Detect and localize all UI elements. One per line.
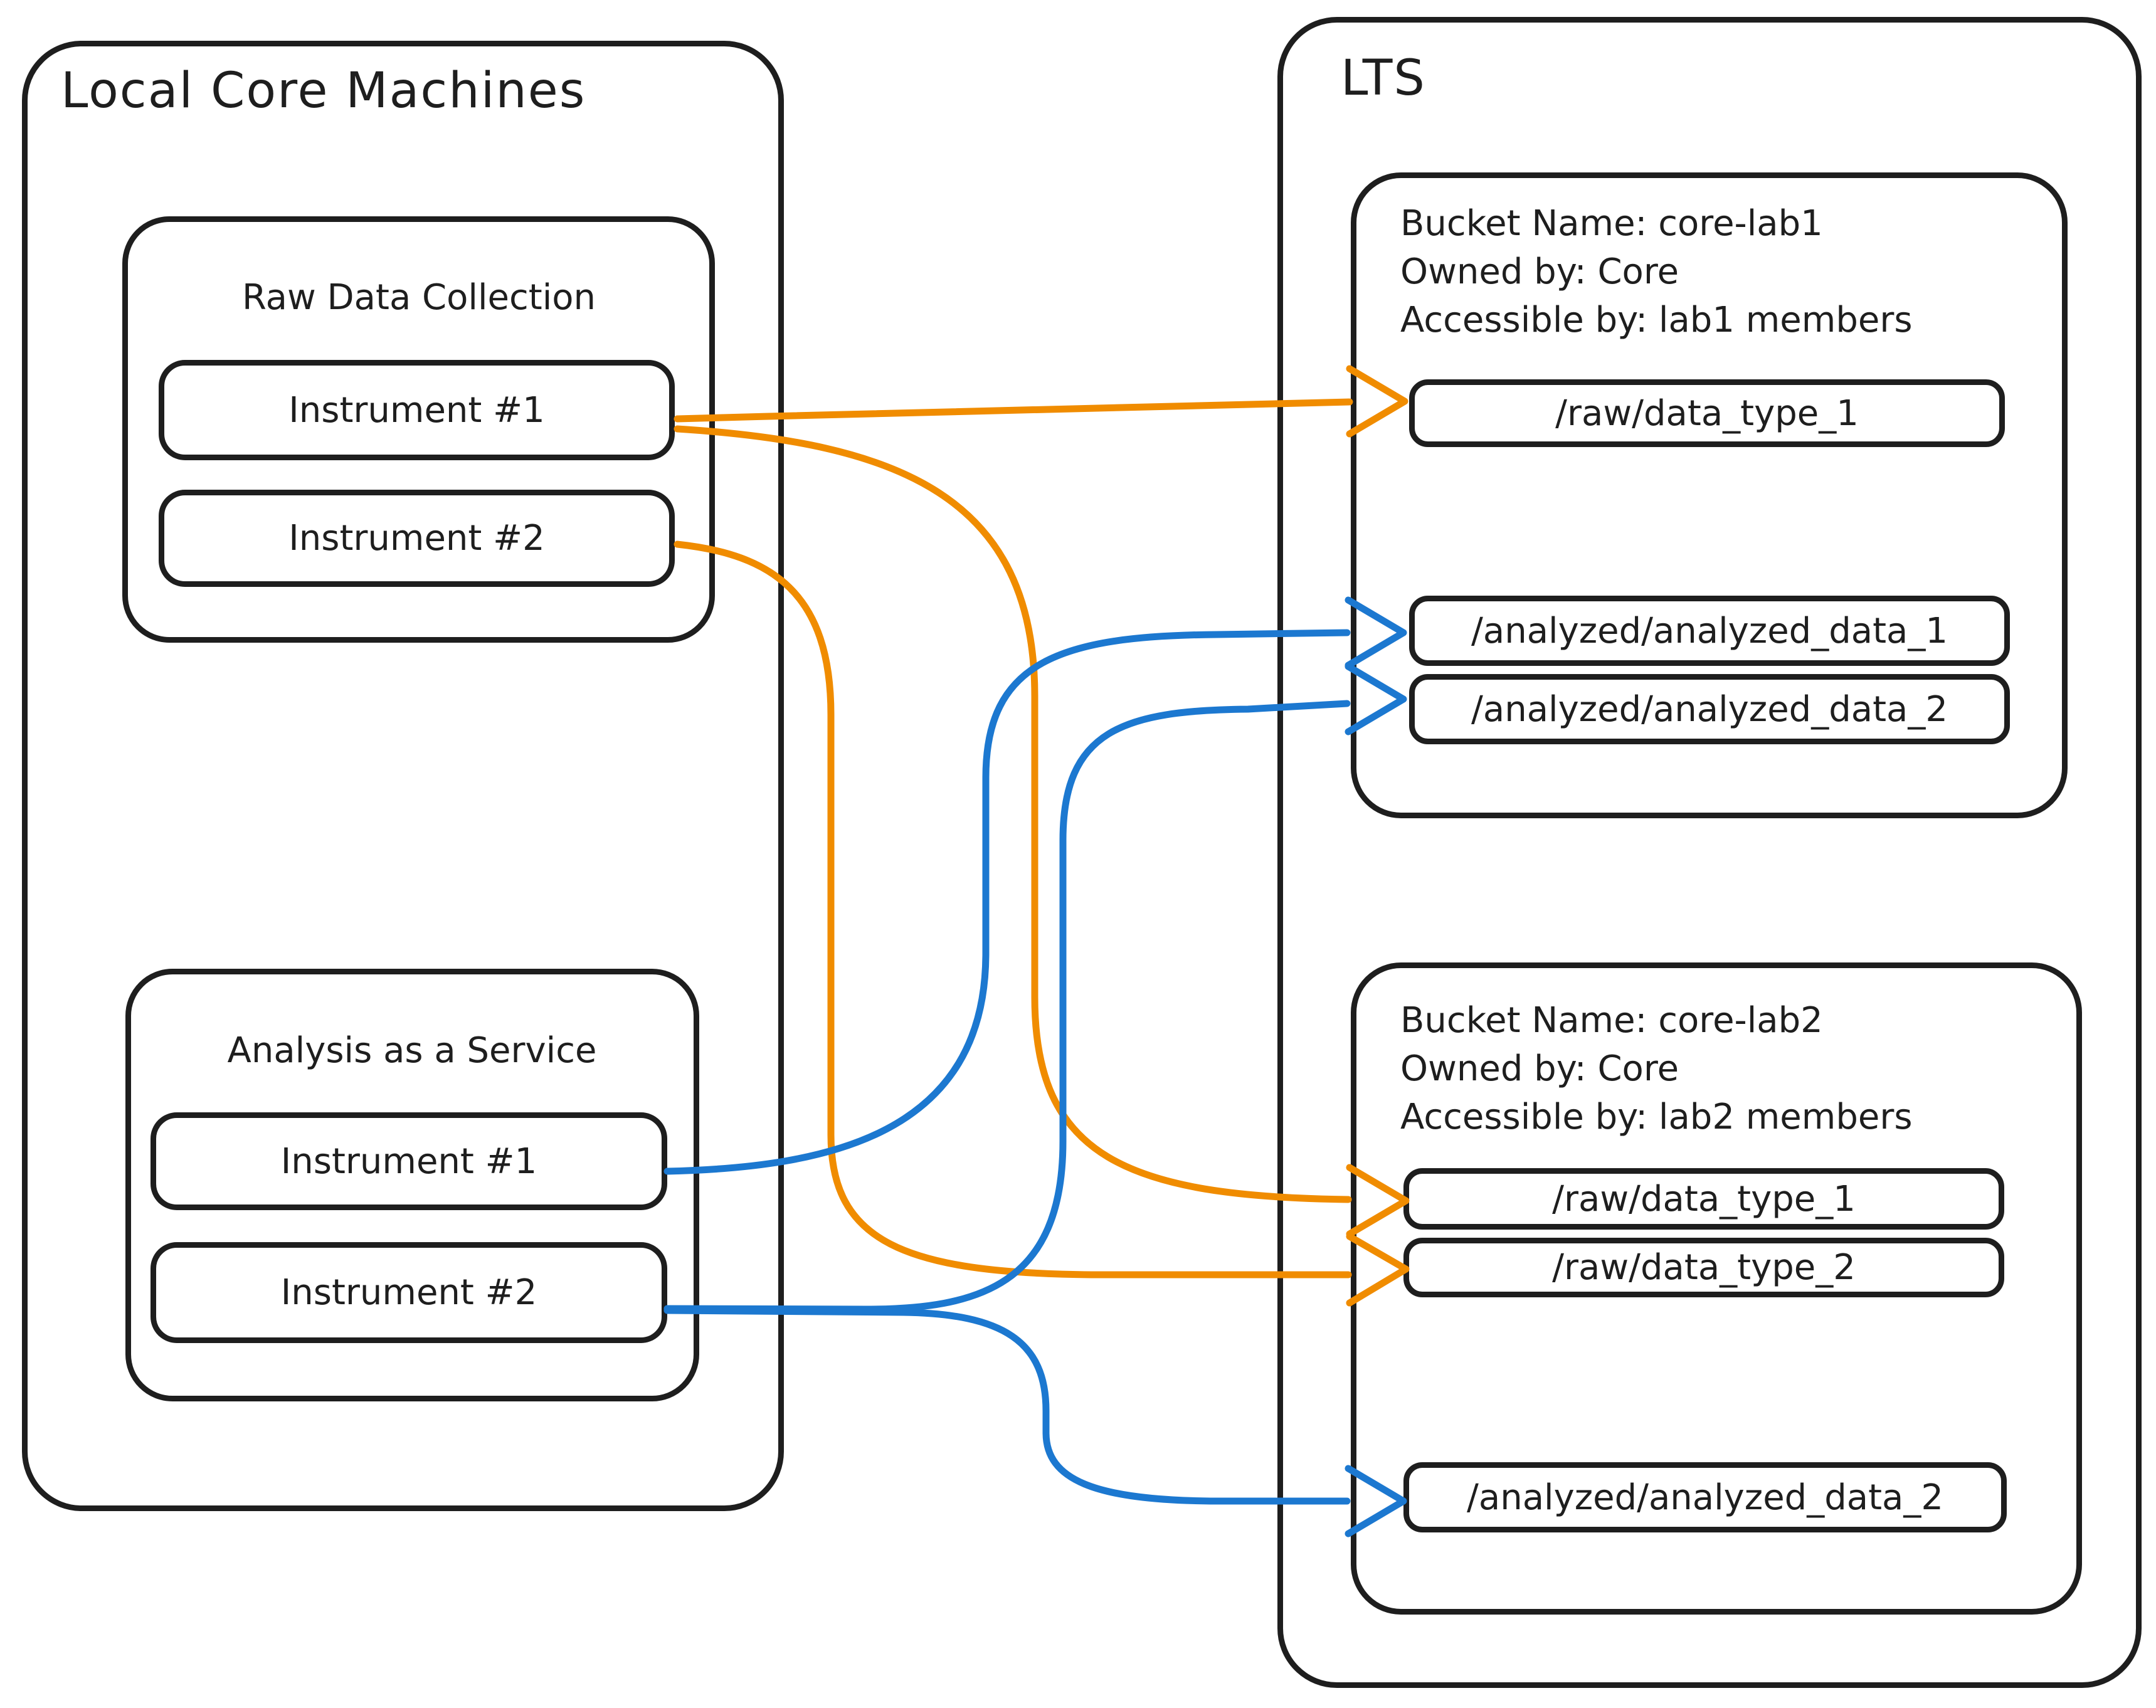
rdc-instrument-2: Instrument #2: [159, 490, 675, 587]
bucket-core-lab2-owner-line: Owned by: Core: [1400, 1048, 1679, 1089]
bucket-core-lab1: [1351, 172, 2068, 818]
aaas-instrument-1: Instrument #1: [151, 1112, 667, 1210]
bucket-core-lab1-meta: Bucket Name: core-lab1 Owned by: Core Ac…: [1400, 199, 1913, 344]
lab1-path-analyzed-data-1-label: /analyzed/analyzed_data_1: [1471, 610, 1948, 651]
bucket-core-lab2-access-line: Accessible by: lab2 members: [1400, 1097, 1913, 1137]
lab2-path-raw-data-type-2-label: /raw/data_type_2: [1552, 1247, 1856, 1288]
lab2-path-raw-data-type-1-label: /raw/data_type_1: [1552, 1178, 1856, 1220]
raw-data-collection-title: Raw Data Collection: [241, 277, 596, 318]
bucket-core-lab2-name-line: Bucket Name: core-lab2: [1400, 1000, 1823, 1041]
aaas-instrument-2: Instrument #2: [151, 1242, 667, 1343]
bucket-core-lab1-owner-line: Owned by: Core: [1400, 251, 1679, 292]
lab1-path-raw-data-type-1-label: /raw/data_type_1: [1555, 393, 1859, 434]
bucket-core-lab2-meta: Bucket Name: core-lab2 Owned by: Core Ac…: [1400, 996, 1913, 1141]
lab2-path-raw-data-type-1: /raw/data_type_1: [1403, 1168, 2004, 1230]
lab2-path-analyzed-data-2-label: /analyzed/analyzed_data_2: [1467, 1477, 1943, 1518]
lab1-path-raw-data-type-1: /raw/data_type_1: [1409, 379, 2005, 447]
rdc-instrument-2-label: Instrument #2: [288, 518, 545, 559]
bucket-core-lab1-name-line: Bucket Name: core-lab1: [1400, 203, 1823, 244]
lab1-path-analyzed-data-2-label: /analyzed/analyzed_data_2: [1471, 688, 1948, 730]
lab2-path-raw-data-type-2: /raw/data_type_2: [1403, 1238, 2004, 1297]
rdc-instrument-1-label: Instrument #1: [288, 389, 545, 431]
aaas-instrument-1-label: Instrument #1: [280, 1141, 537, 1182]
lts-title: LTS: [1341, 50, 1426, 107]
bucket-core-lab1-access-line: Accessible by: lab1 members: [1400, 300, 1913, 340]
analysis-service-title: Analysis as a Service: [227, 1030, 597, 1071]
lab2-path-analyzed-data-2: /analyzed/analyzed_data_2: [1403, 1462, 2007, 1532]
aaas-instrument-2-label: Instrument #2: [280, 1272, 537, 1313]
rdc-instrument-1: Instrument #1: [159, 360, 675, 460]
lab1-path-analyzed-data-2: /analyzed/analyzed_data_2: [1409, 674, 2010, 744]
local-core-machines-title: Local Core Machines: [61, 63, 586, 119]
lab1-path-analyzed-data-1: /analyzed/analyzed_data_1: [1409, 596, 2010, 666]
